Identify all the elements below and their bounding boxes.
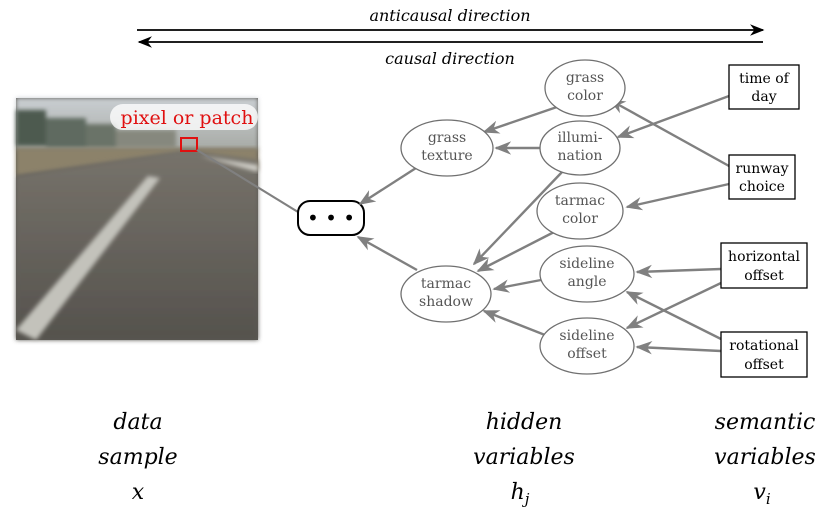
- node-sideline-angle: sideline angle: [539, 245, 635, 303]
- node-horizontal-offset: horizontal offset: [720, 242, 808, 289]
- caption-semantic-variables: semantic variables vi: [714, 410, 816, 508]
- caption-data-sample: data sample x: [98, 410, 177, 505]
- node-runway-choice: runway choice: [728, 154, 796, 200]
- direction-arrows: anticausal direction causal direction: [137, 6, 765, 68]
- node-label: illumi-: [558, 130, 603, 146]
- caption-line: variables: [714, 445, 816, 470]
- node-label: tarmac: [421, 276, 471, 292]
- caption-line: data: [113, 410, 162, 435]
- node-label: offset: [744, 268, 784, 284]
- node-rotational-offset: rotational offset: [720, 331, 808, 378]
- caption-line: sample: [98, 445, 177, 470]
- node-label: horizontal: [728, 249, 800, 265]
- semantic-nodes: time of day runway choice horizontal off…: [720, 64, 808, 378]
- pixel-patch-label: pixel or patch: [121, 107, 254, 129]
- caption-line: variables: [473, 445, 575, 470]
- caption-line: x: [132, 480, 145, 505]
- node-label: shadow: [419, 294, 473, 310]
- hidden-nodes: grass color grass texture illumi- nation…: [400, 59, 635, 375]
- node-label: day: [751, 89, 776, 105]
- caption-line: semantic: [715, 410, 816, 435]
- node-label: color: [562, 211, 598, 227]
- edge-texture-to-dots: [358, 166, 417, 206]
- ellipsis-dots: • • •: [307, 206, 355, 230]
- node-illumination: illumi- nation: [539, 120, 621, 176]
- node-label: offset: [567, 346, 607, 362]
- node-label: color: [567, 88, 603, 104]
- caption-hidden-variables: hidden variables hj: [473, 410, 575, 508]
- edge-rotational-to-angle: [625, 290, 722, 341]
- road-image: pixel or patch: [16, 98, 299, 340]
- node-label: grass: [566, 70, 604, 86]
- node-label: time of: [739, 71, 791, 87]
- node-label: grass: [428, 130, 466, 146]
- caption-line: hidden: [486, 410, 563, 435]
- patch-highlight-box: [180, 137, 198, 152]
- edge-grasscolor-to-texture: [482, 105, 558, 134]
- node-grass-texture: grass texture: [400, 119, 494, 177]
- caption-symbol: vi: [753, 480, 770, 508]
- node-label: runway: [736, 161, 789, 177]
- node-label: texture: [421, 148, 472, 164]
- node-label: choice: [739, 179, 785, 195]
- road-sideline: [16, 176, 160, 340]
- patch-connector: [196, 149, 299, 213]
- edge-runway-to-tarmaccolor: [625, 182, 730, 211]
- edge-shadow-to-dots: [356, 235, 418, 272]
- edge-angle-to-shadow: [492, 278, 542, 293]
- horizon-trees: [16, 110, 176, 148]
- edge-time-to-illum: [616, 94, 730, 139]
- edge-rotational-to-offset: [635, 341, 722, 355]
- edge-tarmaccolor-to-shadow: [476, 228, 559, 273]
- edges: [356, 94, 730, 355]
- node-tarmac-color: tarmac color: [536, 182, 624, 240]
- captions: data sample x hidden variables hj semant…: [98, 410, 816, 508]
- caption-symbol: hj: [511, 480, 530, 508]
- ellipsis-node: • • •: [297, 200, 365, 236]
- edge-runway-to-grasscolor: [608, 98, 730, 168]
- edge-horizontal-to-angle: [635, 264, 722, 279]
- node-label: tarmac: [555, 193, 605, 209]
- edge-offset-to-shadow: [482, 309, 546, 337]
- causal-label: causal direction: [385, 49, 515, 68]
- node-tarmac-shadow: tarmac shadow: [400, 265, 492, 323]
- node-time-of-day: time of day: [728, 64, 800, 110]
- node-label: rotational: [729, 338, 799, 354]
- anticausal-label: anticausal direction: [369, 6, 530, 25]
- node-label: nation: [558, 148, 603, 164]
- node-label: sideline: [559, 256, 614, 272]
- node-label: angle: [567, 274, 606, 290]
- edge-horizontal-to-offset: [625, 281, 722, 330]
- node-sideline-offset: sideline offset: [539, 317, 635, 375]
- node-label: offset: [744, 357, 784, 373]
- node-label: sideline: [559, 328, 614, 344]
- edge-illum-to-shadow: [472, 170, 564, 266]
- node-grass-color: grass color: [544, 59, 626, 117]
